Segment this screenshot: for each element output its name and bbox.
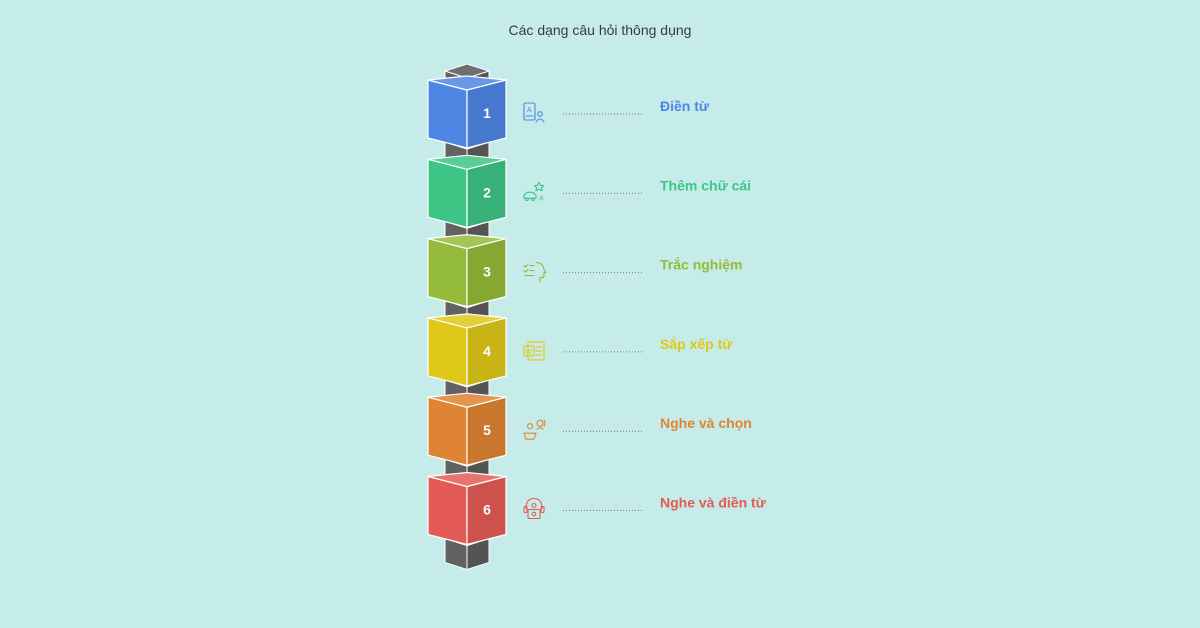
block-number: 2 — [483, 184, 491, 200]
item-label: Điền từ — [660, 98, 710, 114]
block-top-face — [427, 75, 507, 91]
block-number: 3 — [483, 264, 491, 280]
block-top-face — [427, 392, 507, 408]
block-top-face — [427, 233, 507, 250]
svg-text:A: A — [527, 107, 532, 114]
svg-text:A: A — [539, 195, 544, 202]
blocks: 1 2 3 4 5 6 — [427, 75, 507, 546]
star-car-letter-icon: A — [523, 181, 545, 202]
diagram-title: Các dạng câu hỏi thông dụng — [508, 22, 692, 38]
svg-text:W: W — [526, 349, 533, 356]
letter-card-person-icon: A — [523, 102, 545, 123]
item-label: Nghe và chọn — [660, 415, 752, 431]
block-2: 2 — [427, 154, 507, 229]
block-top-face — [427, 154, 507, 170]
block-number: 4 — [483, 343, 491, 359]
checklist-head-icon — [523, 262, 547, 283]
item-label: Nghe và điền từ — [660, 495, 767, 511]
item-label: Thêm chữ cái — [660, 177, 751, 193]
headphones-box-icon — [523, 497, 545, 520]
block-4: 4 — [427, 313, 507, 387]
block-number: 6 — [483, 502, 491, 518]
block-number: 1 — [483, 105, 491, 121]
block-3: 3 — [427, 233, 507, 308]
block-left-face — [427, 237, 468, 308]
block-1: 1 — [427, 75, 507, 149]
block-left-face — [427, 475, 468, 546]
block-6: 6 — [427, 471, 507, 546]
block-left-face — [427, 317, 468, 387]
block-top-face — [427, 313, 507, 329]
block-left-face — [427, 79, 468, 149]
block-5: 5 — [427, 392, 507, 466]
listening-person-icon — [523, 419, 546, 440]
block-left-face — [427, 396, 468, 466]
block-number: 5 — [483, 422, 491, 438]
block-left-face — [427, 158, 468, 229]
item-label: Trắc nghiệm — [660, 256, 742, 273]
block-top-face — [427, 471, 507, 488]
word-document-icon: W — [523, 341, 545, 361]
item-label: Sắp xếp từ — [660, 335, 733, 352]
